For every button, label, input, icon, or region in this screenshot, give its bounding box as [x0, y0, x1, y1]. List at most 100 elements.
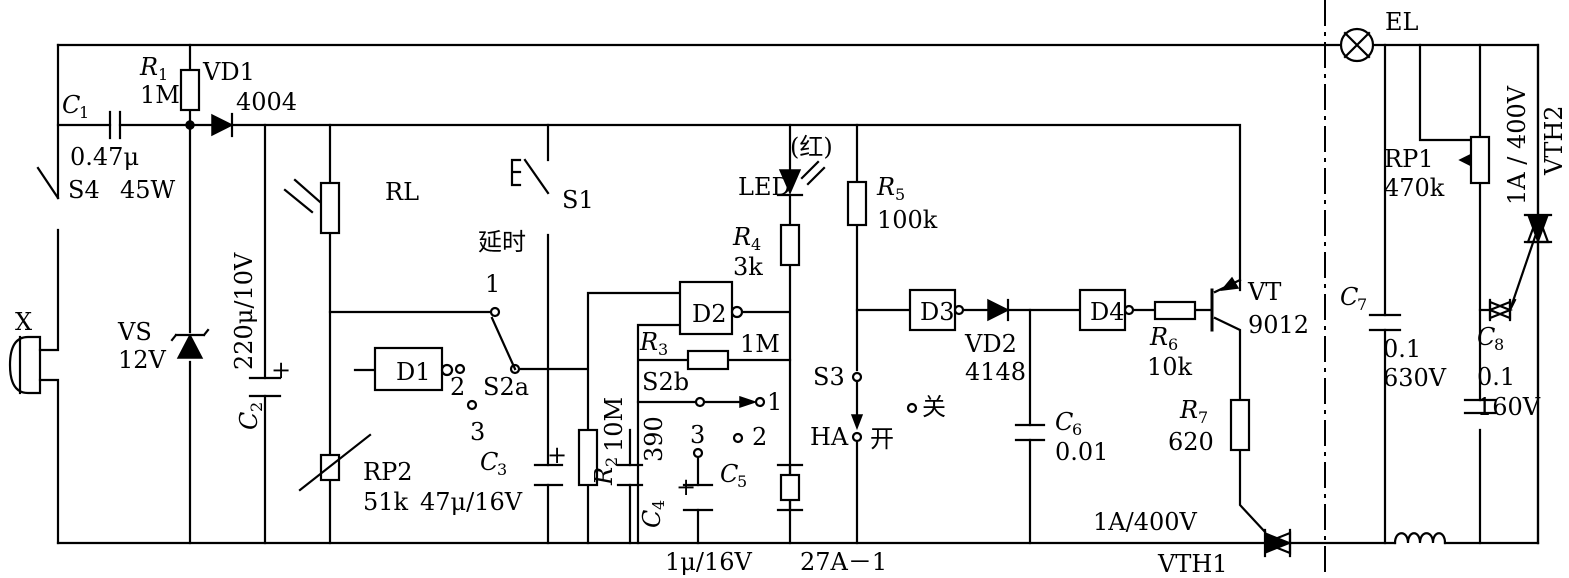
c5-pos-2: 2: [752, 423, 767, 451]
zener-vs: [170, 328, 210, 359]
s2b-label: S2b: [642, 368, 689, 396]
capacitor-c6: [1014, 423, 1046, 442]
c7-sub: 7: [1357, 295, 1367, 314]
r7-value: 620: [1168, 428, 1214, 456]
r7-sub: 7: [1198, 408, 1208, 427]
s2a-pos-3: 3: [470, 418, 485, 446]
diode-vd2: [987, 298, 1010, 322]
vd2-value: 4148: [965, 358, 1026, 386]
el-label: EL: [1385, 8, 1419, 36]
rp2-value: 51k: [363, 488, 409, 516]
s4-label: S4: [68, 176, 100, 204]
d3-label: D3: [920, 298, 955, 326]
c8-value-1: 0.1: [1477, 363, 1515, 391]
vt-value: 9012: [1248, 311, 1309, 339]
potentiometer-rp2: [298, 433, 372, 492]
led: [776, 160, 826, 197]
vd1-value: 4004: [236, 88, 297, 116]
c5-pos-3: 3: [690, 421, 705, 449]
resistor-r1: [179, 68, 201, 112]
c7-value-2: 630V: [1383, 364, 1447, 392]
gate-d1-bubble: [440, 363, 454, 377]
c7-value-1: 0.1: [1383, 335, 1421, 363]
gate-d3: [908, 288, 957, 332]
inductor: [1393, 532, 1447, 545]
s2a-contact-2: [454, 363, 466, 375]
c2-label: C: [235, 412, 263, 430]
rl-label: RL: [385, 178, 419, 206]
diac: [1487, 298, 1513, 322]
light-arrows-icon: [283, 178, 322, 214]
c4-label: C: [638, 510, 666, 528]
c2-sub: 2: [247, 402, 266, 412]
r4-value: 3k: [733, 253, 763, 281]
ha-value: 27A－1: [800, 548, 887, 576]
s3-on: 开: [870, 425, 894, 453]
r2-sub: 2: [602, 457, 621, 467]
c4-sub: 4: [649, 500, 668, 510]
gate-d4-bubble: [1123, 304, 1135, 316]
led-color: (红): [790, 133, 833, 161]
gate-d2: [678, 280, 734, 336]
d2-label: D2: [692, 300, 727, 328]
c3-label: C: [480, 448, 498, 476]
r2-label: R: [590, 467, 618, 486]
c3-sub: 3: [497, 460, 507, 479]
capacitor-c1: [108, 110, 122, 140]
c6-sub: 6: [1072, 420, 1082, 439]
vth2-label: VTH2: [1540, 105, 1568, 176]
vs-value: 12V: [118, 346, 167, 374]
s4-value: 45W: [120, 176, 176, 204]
c5-plus: +: [676, 473, 696, 501]
c3-value: 47μ/16V: [420, 488, 523, 516]
diode-vd1: [211, 112, 234, 138]
r5-value: 100k: [877, 206, 938, 234]
gate-d2-bubble: [730, 305, 744, 319]
resistor-r5: [846, 180, 868, 227]
s2a-label: S2a: [483, 373, 529, 401]
resistor-r2: [577, 428, 599, 487]
capacitor-c7: [1368, 313, 1402, 332]
lamp-el: [1339, 27, 1375, 63]
s2a-pos-2: 2: [450, 373, 465, 401]
s3-off: 关: [922, 393, 946, 421]
triac-vth1: [1262, 528, 1293, 558]
c7-label: C: [1340, 283, 1358, 311]
transistor-vt: [1210, 276, 1240, 332]
c8-label: C: [1477, 323, 1495, 351]
switch-s2a: [466, 306, 521, 411]
potentiometer-rp1: [1458, 135, 1491, 185]
c5-label: C: [720, 460, 738, 488]
c2-plus: +: [271, 356, 291, 384]
c4-cap-value: 1μ/16V: [665, 548, 752, 576]
capacitor-c3: [533, 463, 564, 487]
rp1-label: RP1: [1384, 145, 1434, 173]
c8-value-2: 160V: [1477, 393, 1541, 421]
r1-sub: 1: [158, 65, 168, 84]
s1-label: S1: [562, 186, 594, 214]
r3-sub: 3: [658, 340, 668, 359]
switch-s1: [510, 158, 550, 195]
c1-label: C: [62, 91, 80, 119]
led-label: LED: [738, 173, 791, 201]
c1-sub: 1: [79, 103, 89, 122]
r4-label: R: [732, 223, 751, 251]
r3-value: 1M: [740, 330, 780, 358]
c6-label: C: [1055, 408, 1073, 436]
x-label: X: [15, 308, 32, 336]
vd2-label: VD2: [964, 330, 1017, 358]
r5-label: R: [876, 173, 895, 201]
switch-s2b: [694, 395, 766, 409]
switch-s3: [850, 371, 918, 443]
r3-label: R: [639, 328, 658, 356]
vth2-value: 1A / 400V: [1503, 85, 1531, 205]
buzzer-ha: [776, 463, 804, 512]
r7-label: R: [1179, 396, 1198, 424]
r6-label: R: [1149, 323, 1168, 351]
c4-value: 390: [640, 416, 668, 462]
rp2-label: RP2: [363, 458, 413, 486]
capacitor-c4: [616, 463, 644, 487]
vd1-label: VD1: [202, 58, 255, 86]
triac-vth2: [1523, 211, 1553, 245]
